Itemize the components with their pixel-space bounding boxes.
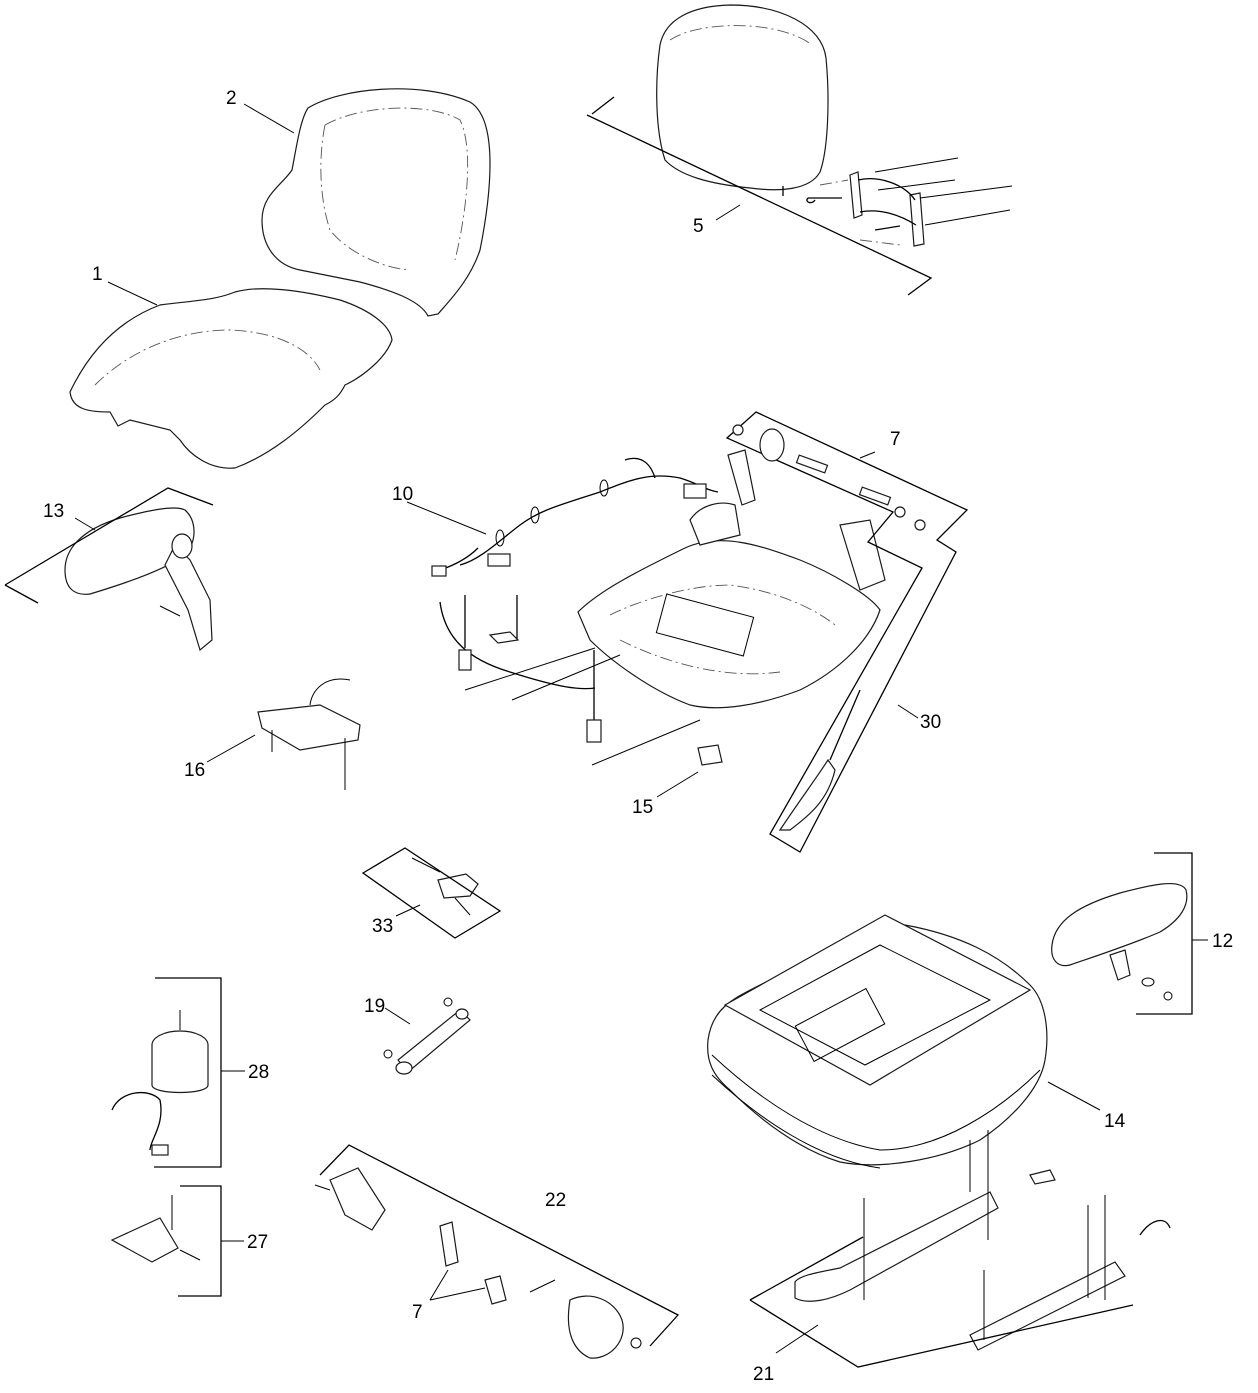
- callout-21: 21: [753, 1364, 774, 1385]
- callout-27: 27: [247, 1232, 268, 1253]
- callout-1: 1: [92, 264, 103, 285]
- wiring-harness: [431, 457, 719, 577]
- headrest-group-bracket: [586, 96, 933, 296]
- leader-lines: [74, 103, 1208, 1354]
- callout-30: 30: [920, 712, 941, 733]
- latch-pin: [411, 857, 479, 916]
- valve: [110, 1195, 201, 1263]
- headrest: [656, 4, 829, 196]
- seat-cushion: [69, 288, 393, 469]
- callout-2: 2: [226, 88, 237, 109]
- callout-19: 19: [364, 996, 385, 1017]
- callout-33: 33: [372, 916, 393, 937]
- handle: [697, 689, 861, 831]
- callout-7-belt: 7: [412, 1302, 423, 1323]
- spring-assemblies: [439, 595, 701, 766]
- slide-rails-bracket: [749, 1236, 1134, 1368]
- seat-belt-bracket: [319, 1144, 680, 1347]
- callout-5: 5: [693, 216, 704, 237]
- callout-7-frame: 7: [890, 429, 901, 450]
- recliner-hardware: [732, 424, 926, 531]
- damper: [383, 997, 471, 1075]
- headrest-bracket: [806, 157, 1013, 247]
- frame-group-bracket: [725, 411, 969, 853]
- compressor: [111, 1010, 209, 1156]
- callout-28: 28: [248, 1062, 269, 1083]
- compressor-bracket: [154, 977, 222, 1168]
- callout-14: 14: [1104, 1111, 1126, 1132]
- callout-labels: 2 1 5 7 10 13 16 30 15 33 12 19 28 14 22…: [43, 88, 1233, 1385]
- callout-13: 13: [43, 501, 64, 522]
- left-armrest-bracket: [4, 487, 214, 604]
- right-armrest: [1051, 883, 1188, 1001]
- valve-bracket: [178, 1185, 222, 1297]
- callout-10: 10: [392, 484, 413, 505]
- callout-15: 15: [632, 797, 653, 818]
- right-armrest-bracket: [1136, 852, 1193, 1015]
- latch-bracket: [361, 847, 502, 939]
- slide-rails: [794, 1130, 1171, 1351]
- backrest-cushion: [261, 88, 491, 317]
- callout-22: 22: [545, 1190, 566, 1211]
- left-armrest: [64, 507, 213, 652]
- callout-12: 12: [1212, 931, 1233, 952]
- callout-16: 16: [184, 760, 205, 781]
- seat-frame: [577, 449, 886, 709]
- switch-bracket: [257, 678, 361, 790]
- seat-belt: [314, 1167, 642, 1359]
- suspension-base: [707, 914, 1048, 1169]
